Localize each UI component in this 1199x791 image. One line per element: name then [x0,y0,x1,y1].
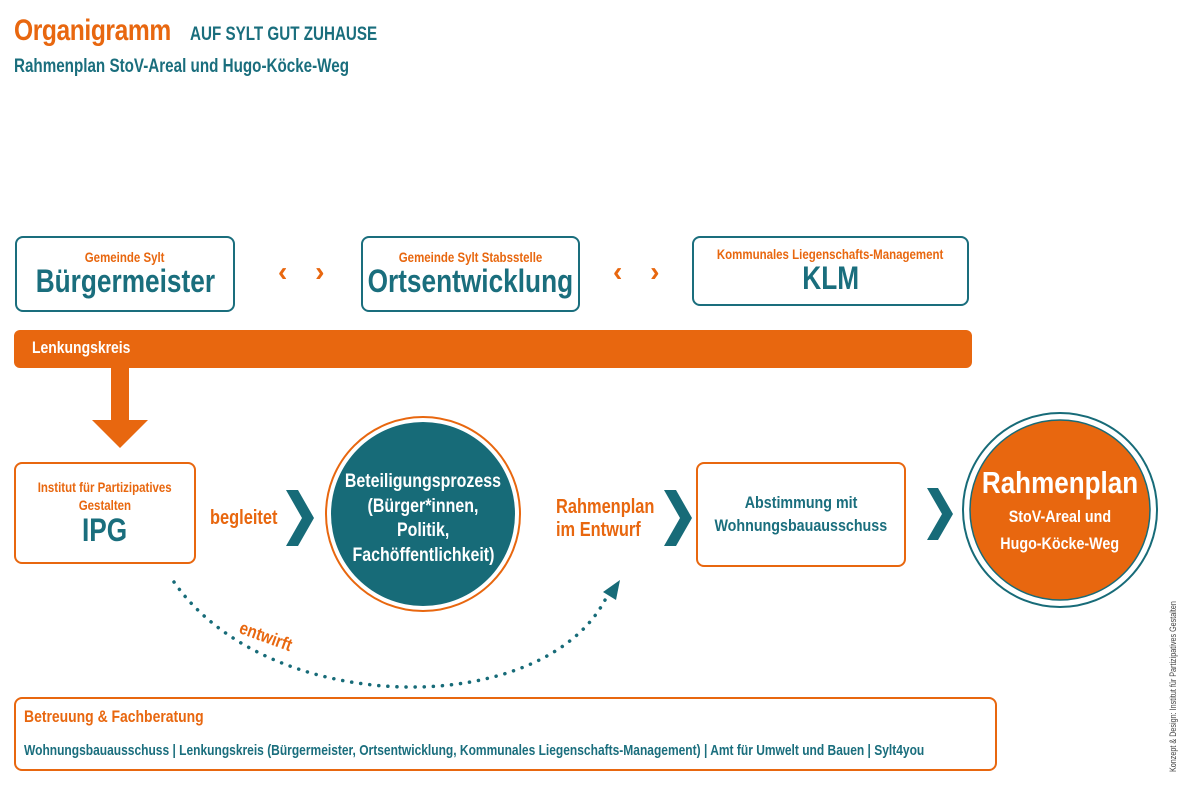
chevron-right-icon [286,490,314,546]
box-buergermeister-main: Bürgermeister [35,263,215,300]
chevron-right-icon [664,490,692,546]
page-title: Organigramm [14,14,171,47]
lenkungskreis-label: Lenkungskreis [32,338,131,357]
result-title: Rahmenplan [981,465,1139,500]
box-abstimmung: Abstimmung mit Wohnungsbauausschuss [696,462,906,567]
footer-text: Wohnungsbauausschuss | Lenkungskreis (Bü… [24,742,925,759]
process-line4: Fachöffentlichkeit) [352,545,494,567]
page-title-row: Organigramm AUF SYLT GUT ZUHAUSE [14,14,377,48]
box-ortsentwicklung-main: Ortsentwicklung [367,263,574,300]
page-subtitle: Rahmenplan StoV-Areal und Hugo-Köcke-Weg [14,56,349,77]
entwirft-dotted-arrow [172,580,620,689]
down-arrow-icon [92,366,148,448]
box-ortsentwicklung: Gemeinde Sylt Stabsstelle Ortsentwicklun… [361,236,580,312]
process-circle [325,416,521,612]
box-abstimmung-line2: Wohnungsbauausschuss [714,515,888,535]
lenkungskreis-bar [14,330,972,368]
box-ipg-main: IPG [82,512,128,549]
footer-box [14,697,997,771]
process-line3: Politik, [396,520,450,542]
result-line1: StoV-Areal und [1008,507,1112,527]
box-klm-sub: Kommunales Liegenschafts-Management [717,246,944,263]
credit-text: Konzept & Design: Institut für Partizipa… [1168,601,1178,772]
double-chevron-icon: ‹ › [613,256,670,287]
box-buergermeister: Gemeinde Sylt Bürgermeister [15,236,235,312]
result-circle [962,412,1158,608]
edge-label-entwurf-line2: im Entwurf [556,519,641,541]
result-circle-text: Rahmenplan StoV-Areal und Hugo-Köcke-Weg [960,464,1160,558]
page-tagline: AUF SYLT GUT ZUHAUSE [190,24,378,45]
footer-title: Betreuung & Fachberatung [24,707,204,726]
box-abstimmung-line1: Abstimmung mit [744,493,858,513]
box-ipg-sub-line1: Institut für Partizipatives [38,479,172,496]
box-buergermeister-sub: Gemeinde Sylt [85,249,165,266]
box-ipg-sub-line2: Gestalten [78,497,132,514]
box-klm: Kommunales Liegenschafts-Management KLM [692,236,969,306]
box-ortsentwicklung-sub: Gemeinde Sylt Stabsstelle [398,249,543,266]
result-line2: Hugo-Köcke-Weg [1000,534,1120,554]
edge-label-entwurf: Rahmenplan im Entwurf [556,496,654,542]
process-line1: Beteiligungsprozess [344,471,502,492]
box-klm-main: KLM [802,260,859,297]
edge-label-begleitet: begleitet [210,507,278,529]
process-line2: (Bürger*innen, [367,495,479,517]
chevron-right-icon [927,488,953,540]
edge-label-entwurf-line1: Rahmenplan [556,496,655,518]
box-ipg: Institut für Partizipatives Gestalten IP… [14,462,196,564]
double-chevron-icon: ‹ › [278,256,335,287]
process-circle-text: Beteiligungsprozess (Bürger*innen, Polit… [323,470,523,569]
